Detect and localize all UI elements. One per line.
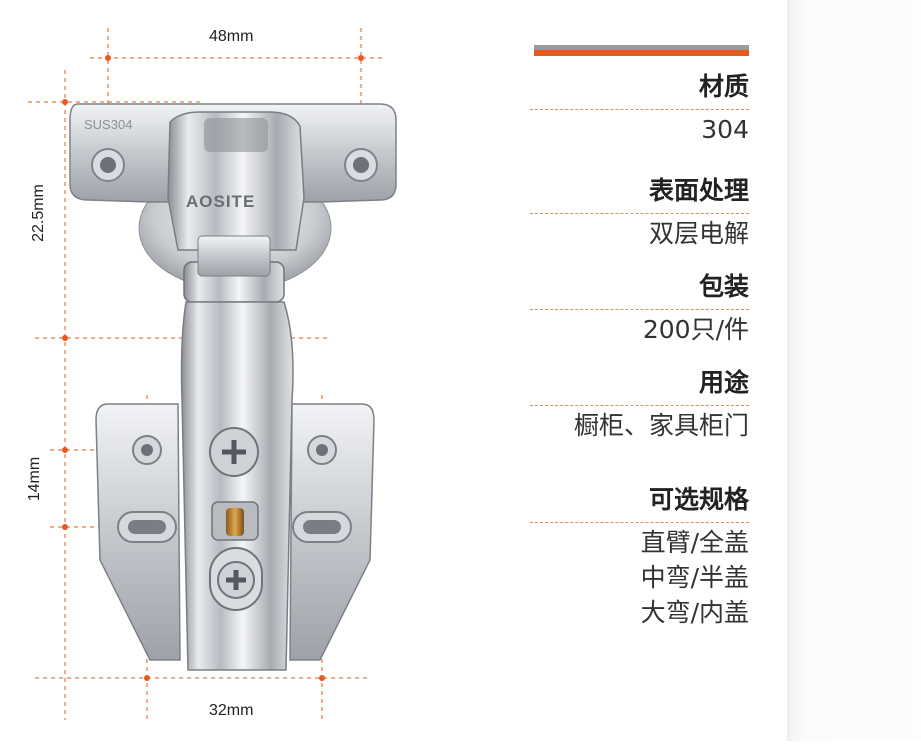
spec-value-option-3: 大弯/内盖 (640, 598, 749, 627)
hinge-arm (180, 301, 294, 671)
dim-cup-height: 22.5mm (30, 184, 47, 242)
hinge-figure: SUS304 AOSITE 48mm 22.5mm 14mm 32mm (26, 28, 397, 720)
spec-label-surface: 表面处理 (648, 176, 749, 205)
spec-label-material: 材质 (698, 72, 749, 101)
spec-value-usage: 橱柜、家具柜门 (573, 411, 749, 440)
spec-header-bar-gray (534, 45, 749, 50)
spec-label-packaging: 包装 (698, 272, 749, 301)
hinge-illustration (28, 28, 397, 720)
spec-divider (530, 109, 749, 110)
brand-logo: AOSITE (186, 192, 256, 211)
spec-divider (530, 213, 749, 214)
spec-divider (530, 405, 749, 406)
spec-value-packaging: 200只/件 (642, 315, 749, 344)
spec-value-option-1: 直臂/全盖 (640, 528, 749, 557)
brass-bushing (226, 508, 244, 536)
spec-label-options: 可选规格 (648, 485, 749, 514)
right-edge-shadow (787, 0, 921, 741)
spec-divider (530, 522, 749, 523)
spec-divider (530, 309, 749, 310)
spec-label-usage: 用途 (698, 368, 749, 397)
dim-bottom-width: 32mm (209, 702, 254, 719)
hinge-body-top (167, 111, 305, 251)
dim-plate-height: 14mm (26, 456, 43, 502)
spec-value-option-2: 中弯/半盖 (640, 563, 749, 592)
spec-value-material: 304 (701, 115, 749, 144)
spec-value-surface: 双层电解 (648, 219, 749, 248)
dim-top-width: 48mm (209, 28, 254, 45)
spec-header-bar-orange (534, 50, 749, 56)
sus304-stamp: SUS304 (84, 117, 133, 132)
